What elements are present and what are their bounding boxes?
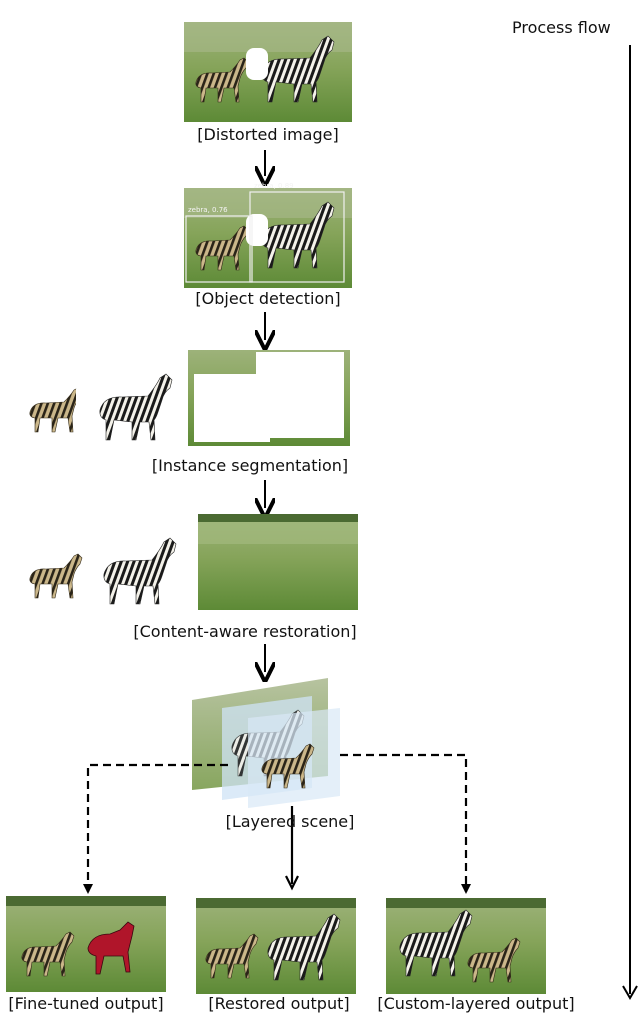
dashed-arrowhead-right — [461, 884, 471, 894]
dashed-arrowhead-left — [83, 884, 93, 894]
caption-distorted-image: [Distorted image] — [184, 125, 352, 144]
custom-layered-output-image — [386, 898, 546, 994]
caption-fine-tuned-output: [Fine-tuned output] — [0, 994, 172, 1013]
caption-content-aware-restoration: [Content-aware restoration] — [110, 622, 380, 641]
restored-zebra — [104, 538, 176, 604]
restored-background — [198, 514, 358, 610]
layered-scene — [192, 678, 340, 808]
fine-tuned-output-image — [6, 896, 166, 992]
caption-object-detection: [Object detection] — [170, 289, 366, 308]
segmented-zebra — [100, 374, 172, 440]
caption-layered-scene: [Layered scene] — [190, 812, 390, 831]
caption-restored-output: [Restored output] — [196, 994, 362, 1013]
detection-label-left: zebra, 0.76 — [188, 206, 228, 214]
detection-label-right: zebra, 0.89 — [254, 182, 294, 190]
object-detection-image — [184, 188, 352, 288]
segmented-foal — [30, 384, 96, 432]
restored-output-image — [196, 898, 356, 994]
caption-custom-layered-output: [Custom-layered output] — [370, 994, 582, 1013]
segmented-background — [188, 350, 350, 446]
process-flow-title: Process flow — [512, 18, 611, 37]
caption-instance-segmentation: [Instance segmentation] — [130, 456, 370, 475]
distorted-image — [184, 22, 352, 122]
restored-foal — [30, 554, 82, 598]
